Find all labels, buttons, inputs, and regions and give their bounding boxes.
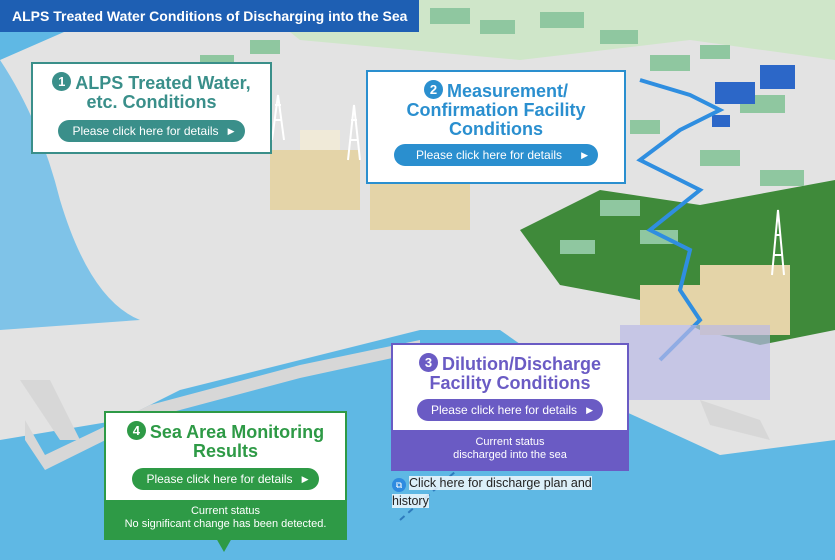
external-link-icon: ⧉ [392, 478, 406, 492]
details-button[interactable]: Please click here for details▶ [416, 398, 604, 421]
exhaust-stacks [271, 94, 785, 276]
discharge-pipeline [636, 78, 725, 362]
chevron-right-icon: ▶ [301, 473, 309, 484]
blue-facilities [712, 65, 795, 127]
discharge-plan-link[interactable]: ⧉Click here for discharge plan and histo… [392, 476, 592, 508]
details-button[interactable]: Please click here for details▶ [393, 143, 599, 166]
status-panel: Current status No significant change has… [106, 500, 345, 538]
number-1-icon: 1 [52, 72, 72, 91]
details-button[interactable]: Please click here for details▶ [132, 467, 319, 490]
details-button[interactable]: Please click here for details▶ [58, 119, 245, 142]
reactor-buildings [270, 130, 790, 335]
chevron-right-icon: ▶ [581, 149, 589, 160]
page-title: ALPS Treated Water Conditions of Dischar… [0, 0, 420, 32]
chevron-right-icon: ▶ [227, 125, 235, 136]
number-4-icon: 4 [126, 421, 146, 440]
number-2-icon: 2 [423, 80, 443, 99]
status-panel: Current status discharged into the sea [393, 430, 627, 469]
number-3-icon: 3 [418, 353, 438, 372]
harbor-breakwaters [20, 340, 770, 470]
town-buildings [150, 8, 804, 254]
chevron-right-icon: ▶ [586, 404, 594, 415]
dilution-facility-area [620, 325, 770, 400]
callout-pointer [216, 538, 232, 552]
